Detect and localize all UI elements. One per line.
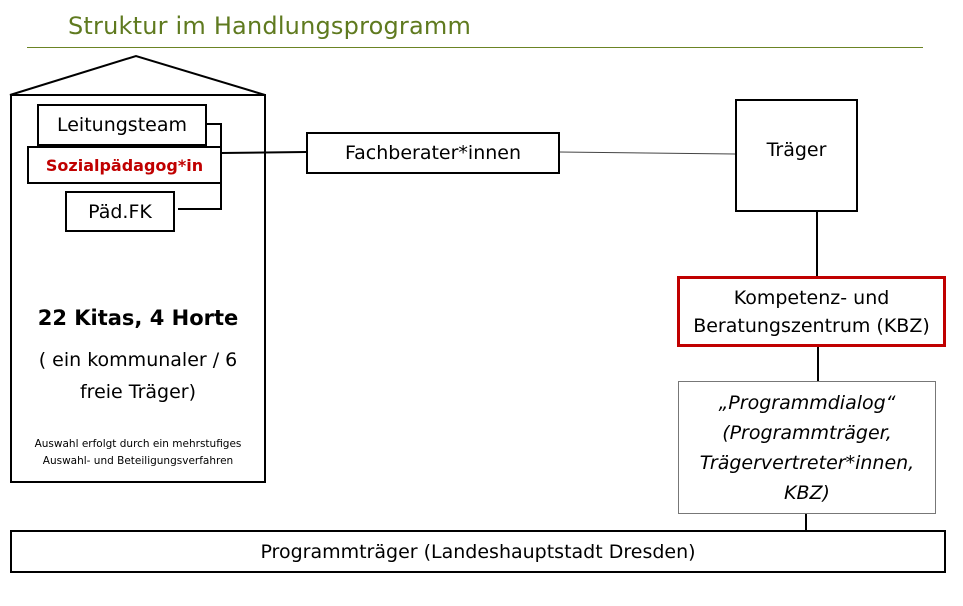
kbz-line1: Kompetenz- und — [733, 286, 890, 309]
kita-traeger-line1: ( ein kommunaler / 6 — [38, 349, 238, 371]
kita-count: 22 Kitas, 4 Horte — [37, 306, 239, 330]
kita-traeger-line2: freie Träger) — [79, 381, 197, 403]
page-title: Struktur im Handlungsprogramm — [68, 12, 472, 40]
sozialpaedagog-box: Sozialpädagog*in — [27, 146, 222, 184]
paedfk-box: Päd.FK — [65, 191, 175, 232]
kbz-box: Kompetenz- und Beratungszentrum (KBZ) — [677, 276, 946, 347]
kita-traeger-info: ( ein kommunaler / 6 freie Träger) — [12, 344, 264, 408]
dialog-line1: „Programmdialog“ — [718, 391, 896, 414]
house-roof — [9, 54, 266, 96]
leitungsteam-box: Leitungsteam — [37, 104, 207, 146]
kita-house: 22 Kitas, 4 Horte ( ein kommunaler / 6 f… — [10, 94, 266, 483]
kbz-line2: Beratungszentrum (KBZ) — [693, 314, 930, 337]
dialog-line4: KBZ) — [784, 481, 830, 504]
title-divider — [27, 47, 923, 48]
kita-fachberater-line — [220, 151, 307, 154]
programmtraeger-box: Programmträger (Landeshauptstadt Dresden… — [10, 530, 946, 573]
kita-selection-note: Auswahl erfolgt durch ein mehrstufiges A… — [12, 436, 264, 470]
fachberater-box: Fachberater*innen — [306, 132, 560, 174]
dialog-line3: Trägervertreter*innen, — [699, 451, 915, 474]
programmdialog-box: „Programmdialog“ (Programmträger, Träger… — [678, 381, 936, 514]
traeger-box: Träger — [735, 99, 858, 212]
dialog-line2: (Programmträger, — [722, 421, 892, 444]
note-line2: Auswahl- und Beteiligungsverfahren — [42, 455, 234, 467]
note-line1: Auswahl erfolgt durch ein mehrstufiges — [34, 438, 242, 450]
fachberater-traeger-line — [558, 151, 736, 155]
